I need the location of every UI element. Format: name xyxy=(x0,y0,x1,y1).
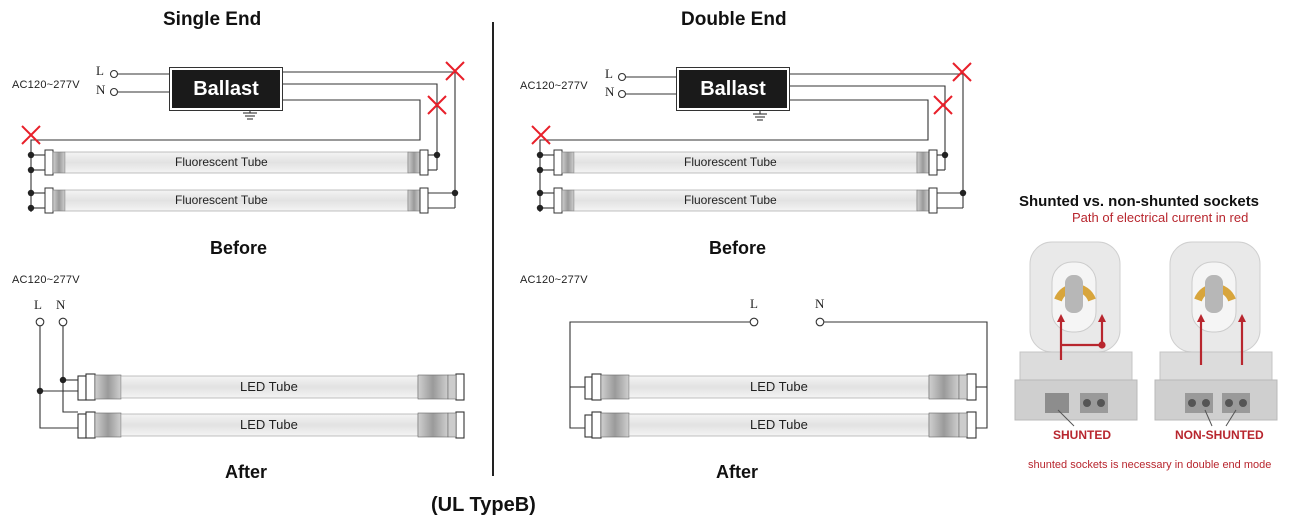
double-end-voltage: AC120~277V xyxy=(520,80,588,92)
single-end-after-l-label: L xyxy=(34,297,42,312)
double-end-after-label: After xyxy=(716,462,759,482)
single-end-dots xyxy=(27,151,459,212)
double-end-before-label: Before xyxy=(709,238,767,258)
double-end-tubes xyxy=(553,149,938,214)
double-end-l-label: L xyxy=(605,66,613,81)
double-end-led-tubes xyxy=(600,374,968,438)
single-end-title: Single End xyxy=(163,9,262,30)
double-end-after xyxy=(569,317,988,439)
single-end-led-1: LED Tube xyxy=(240,379,298,394)
single-end-ballast: Ballast xyxy=(169,67,283,111)
single-end-after-label: After xyxy=(225,462,268,482)
single-end-cross-marks xyxy=(21,61,465,145)
double-end-ballast: Ballast xyxy=(676,67,790,111)
sockets-title: Shunted vs. non-shunted sockets xyxy=(1019,193,1260,210)
single-end-after-n-label: N xyxy=(56,297,66,312)
double-end-tube-2: Fluorescent Tube xyxy=(684,193,777,207)
single-end-before-label: Before xyxy=(210,238,268,258)
single-end-after-voltage: AC120~277V xyxy=(12,274,80,286)
double-end-after-l-label: L xyxy=(750,296,758,311)
socket-non-shunted-illustration xyxy=(1154,241,1278,427)
double-end-title: Double End xyxy=(681,9,787,30)
terminal-n xyxy=(109,87,119,97)
double-end-tube-1: Fluorescent Tube xyxy=(684,155,777,169)
single-end-led-tubes xyxy=(94,374,457,438)
double-end-after-voltage: AC120~277V xyxy=(520,274,588,286)
double-end-led-2: LED Tube xyxy=(750,417,808,432)
double-end-cross-marks xyxy=(531,62,972,145)
non-shunted-label: NON-SHUNTED xyxy=(1175,428,1264,442)
footer-type-label: (UL TypeB) xyxy=(431,494,536,516)
shunted-label: SHUNTED xyxy=(1053,428,1112,442)
single-end-voltage: AC120~277V xyxy=(12,79,80,91)
double-end-after-n-label: N xyxy=(815,296,825,311)
single-end-led-2: LED Tube xyxy=(240,417,298,432)
double-end-led-1: LED Tube xyxy=(750,379,808,394)
double-end-n-label: N xyxy=(605,84,615,99)
ballast-label: Ballast xyxy=(193,77,259,100)
sockets-subtitle: Path of electrical current in red xyxy=(1072,210,1249,225)
socket-shunted-illustration xyxy=(1014,241,1138,427)
single-end-l-label: L xyxy=(96,63,104,78)
sockets-note: shunted sockets is necessary in double e… xyxy=(1028,459,1272,471)
single-end-n-label: N xyxy=(96,82,106,97)
single-end-tube-2: Fluorescent Tube xyxy=(175,193,268,207)
ballast-label: Ballast xyxy=(700,77,766,100)
single-end-tubes xyxy=(44,149,429,214)
terminal-l xyxy=(109,69,119,79)
single-end-tube-1: Fluorescent Tube xyxy=(175,155,268,169)
